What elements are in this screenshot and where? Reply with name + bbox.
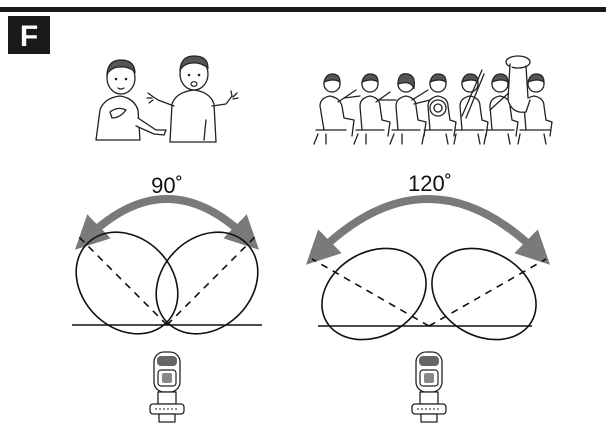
cardioid-lobe-left (321, 247, 427, 341)
people-icon (95, 55, 239, 143)
double-arrow-icon (74, 195, 260, 250)
person-right (146, 55, 239, 143)
microphone-icon (411, 351, 447, 423)
orchestra-icon (313, 55, 553, 145)
axis-line-right (428, 258, 547, 327)
double-arrow-icon (306, 195, 550, 265)
header-rule (0, 7, 606, 12)
polar-pattern-90: 90˚ (72, 173, 262, 335)
angle-label-120: 120˚ (408, 171, 452, 196)
microphone-icon (149, 351, 185, 423)
axis-line-left (311, 258, 430, 327)
section-badge: F (8, 16, 50, 54)
cardioid-lobe-right (155, 231, 259, 335)
cardioid-lobe-left (75, 231, 179, 335)
polar-pattern-120: 120˚ (306, 171, 550, 341)
cardioid-lobe-right (431, 247, 537, 341)
section-letter: F (20, 20, 38, 53)
angle-label-90: 90˚ (151, 173, 183, 198)
person-left (95, 59, 167, 141)
